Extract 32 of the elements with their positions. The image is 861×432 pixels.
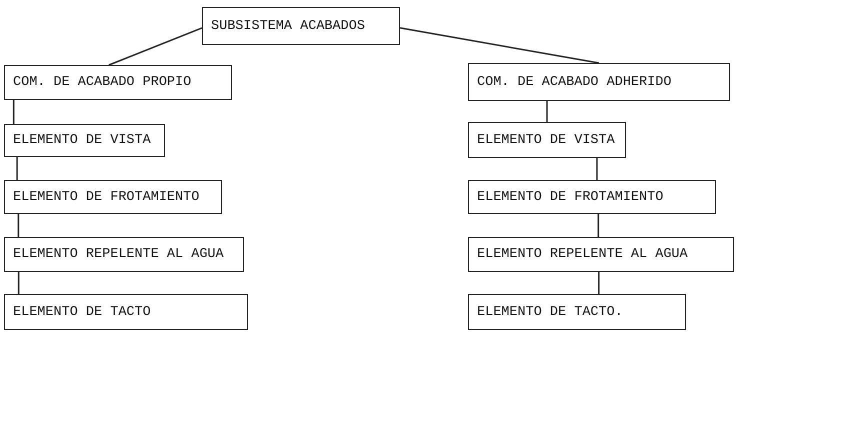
text-box xyxy=(4,65,232,100)
text-box xyxy=(4,294,248,330)
connector-line xyxy=(596,158,598,180)
connector-line xyxy=(108,27,202,66)
text-box xyxy=(468,180,716,214)
box-label: ELEMENTO DE TACTO. xyxy=(477,304,623,320)
text-box xyxy=(4,124,165,157)
box-label: ELEMENTO DE FROTAMIENTO xyxy=(13,190,200,204)
text-box xyxy=(468,237,734,272)
box-label: ELEMENTO DE TACTO xyxy=(13,304,151,320)
box-label: ELEMENTO REPELENTE AL AGUA xyxy=(13,247,224,262)
text-box xyxy=(468,63,730,101)
connector-line xyxy=(12,100,14,124)
connector-line xyxy=(18,272,20,294)
text-box xyxy=(4,237,244,272)
box-label: ELEMENTO REPELENTE AL AGUA xyxy=(477,247,688,262)
connector-line xyxy=(18,214,20,237)
text-box xyxy=(468,122,626,158)
box-label: COM. DE ACABADO PROPIO xyxy=(13,75,192,90)
box-label: ELEMENTO DE VISTA xyxy=(477,132,615,148)
box-label: ELEMENTO DE VISTA xyxy=(13,133,151,148)
text-box xyxy=(4,180,222,214)
text-box xyxy=(202,7,400,45)
connector-line xyxy=(546,101,548,122)
connector-line xyxy=(598,214,600,237)
connector-line xyxy=(400,27,600,64)
connector-line xyxy=(16,157,18,180)
connector-line xyxy=(598,272,600,294)
box-label: SUBSISTEMA ACABADOS xyxy=(211,18,365,34)
box-label: COM. DE ACABADO ADHERIDO xyxy=(477,74,672,90)
box-label: ELEMENTO DE FROTAMIENTO xyxy=(477,190,664,204)
text-box xyxy=(468,294,686,330)
